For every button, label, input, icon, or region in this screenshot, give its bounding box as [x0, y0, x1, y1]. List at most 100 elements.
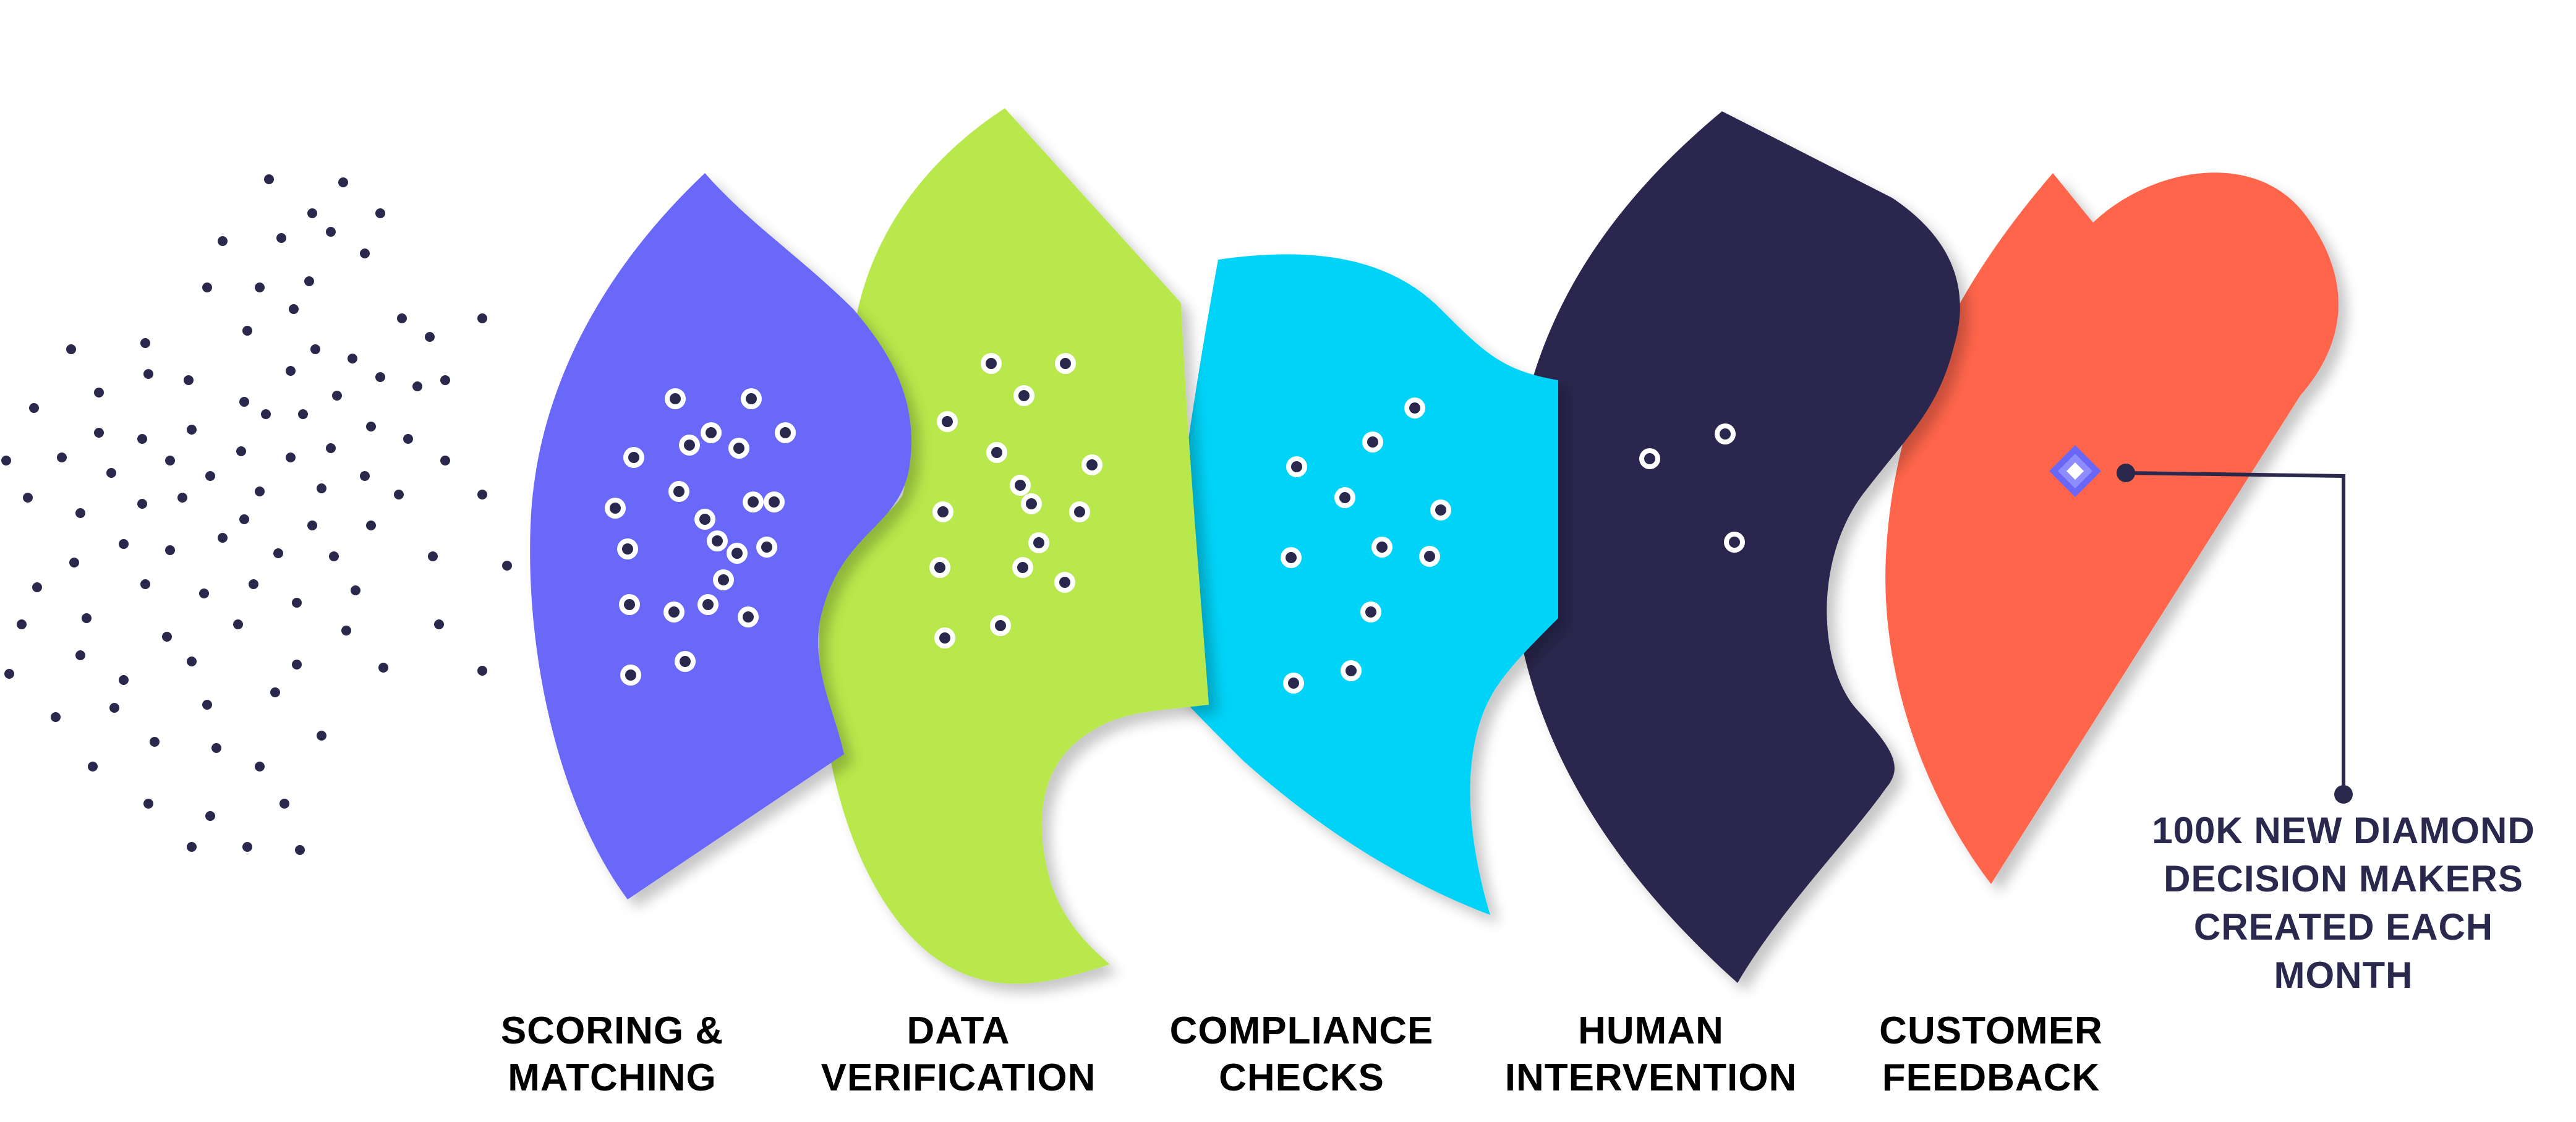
scatter-dot [366, 422, 376, 431]
data-point-core [731, 548, 743, 559]
data-point-core [1060, 358, 1071, 369]
scatter-dot [412, 381, 422, 391]
scatter-dot [307, 521, 317, 530]
data-point-core [624, 599, 635, 610]
data-point-core [1286, 552, 1297, 563]
data-point-core [743, 611, 754, 623]
data-point-core [934, 562, 945, 573]
data-point-core [712, 535, 723, 546]
data-point-core [1644, 453, 1655, 464]
scatter-dot [360, 249, 370, 258]
scatter-dot [307, 208, 317, 218]
data-point-core [1288, 678, 1299, 689]
data-point-core [939, 632, 950, 644]
data-point-core [991, 447, 1002, 458]
data-point-core [1720, 428, 1731, 440]
scatter-dot [375, 208, 385, 218]
diamond-icon [2049, 445, 2101, 497]
scatter-dot [1, 456, 11, 465]
scatter-dot [477, 666, 487, 676]
scatter-dot [375, 372, 385, 382]
scatter-dot [4, 669, 14, 679]
scatter-dot [242, 326, 252, 336]
scatter-dot [440, 375, 450, 385]
data-point-core [1026, 498, 1037, 509]
scatter-dot [165, 545, 175, 555]
scatter-dot [23, 493, 33, 503]
scatter-dot [477, 313, 487, 323]
scatter-dot [51, 712, 61, 722]
data-point-core [1059, 577, 1070, 588]
scatter-dot [310, 344, 320, 354]
data-points-layer [605, 353, 1745, 694]
scatter-dot [119, 539, 129, 549]
scatter-dot [279, 799, 289, 809]
data-point-core [1086, 459, 1098, 470]
raw-data-scatter [1, 174, 512, 855]
data-point-core [1424, 551, 1435, 562]
data-point-core [718, 574, 729, 585]
scatter-dot [397, 313, 407, 323]
data-point-core [1376, 542, 1388, 553]
scatter-dot [292, 660, 302, 669]
scatter-dot [276, 233, 286, 243]
scatter-dot [82, 613, 92, 623]
data-point-core [1409, 402, 1420, 414]
scatter-dot [304, 276, 314, 286]
data-point-core [1367, 436, 1378, 448]
compliance-checks-shape [1162, 254, 1558, 915]
data-point-core [673, 486, 685, 497]
scatter-dot [94, 428, 104, 438]
scatter-dot [218, 236, 228, 246]
stage-label-human: HUMAN INTERVENTION [1504, 1009, 1798, 1099]
scatter-dot [261, 409, 271, 419]
scatter-dot [440, 456, 450, 465]
scatter-dot [165, 456, 175, 465]
data-point-core [625, 669, 636, 681]
scatter-dot [255, 762, 265, 771]
scatter-dot [326, 227, 336, 237]
scatter-dot [332, 391, 342, 401]
scatter-dot [205, 811, 215, 821]
data-point-core [995, 620, 1006, 631]
scatter-dot [255, 487, 265, 496]
scatter-dot [109, 703, 119, 713]
data-point-core [1033, 537, 1044, 548]
data-point-core [680, 656, 691, 667]
scatter-dot [239, 514, 249, 524]
data-point-core [702, 599, 714, 610]
scatter-dot [394, 490, 404, 499]
scatter-dot [69, 558, 79, 567]
scatter-dot [150, 737, 160, 747]
scatter-dot [88, 762, 98, 771]
scatter-dot [249, 579, 258, 589]
data-point-core [1365, 606, 1376, 618]
scatter-dot [75, 508, 85, 518]
scatter-dot [187, 657, 197, 666]
scatter-dot [187, 842, 197, 852]
scatter-dot [428, 551, 438, 561]
scatter-dot [298, 409, 308, 419]
data-point-core [1346, 665, 1357, 676]
connector-end-dot [2334, 785, 2353, 804]
data-point-core [937, 506, 949, 517]
scatter-dot [351, 585, 360, 595]
scatter-dot [264, 174, 274, 184]
scatter-dot [177, 493, 187, 503]
scatter-dot [403, 434, 413, 444]
data-point-core [746, 393, 757, 404]
scatter-dot [57, 453, 67, 462]
scatter-dot [317, 483, 326, 493]
data-point-core [670, 393, 681, 404]
data-point-core [1017, 562, 1028, 573]
scatter-dot [218, 533, 228, 543]
data-point-core [780, 427, 791, 438]
scatter-dot [106, 468, 116, 478]
scatter-dot [348, 354, 357, 363]
scatter-dot [295, 845, 305, 855]
data-point-core [761, 542, 772, 553]
scatter-dot [66, 344, 76, 354]
stage-label-compliance: COMPLIANCE CHECKS [1169, 1009, 1434, 1099]
scatter-dot [143, 799, 153, 809]
